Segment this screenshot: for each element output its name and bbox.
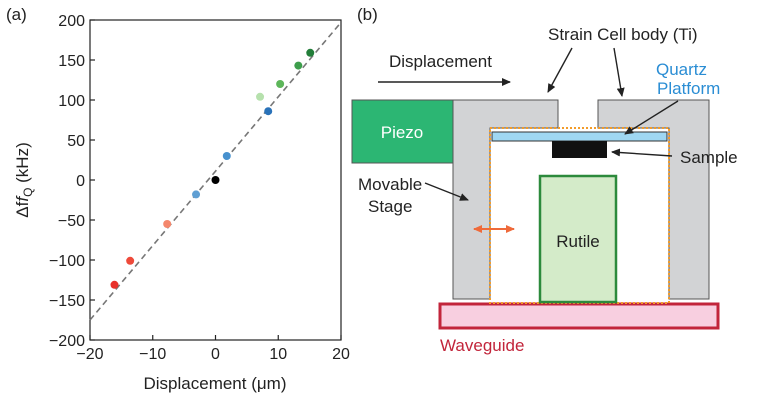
waveguide-label: Waveguide (440, 336, 524, 355)
piezo-label: Piezo (381, 123, 424, 142)
x-tick-label: −10 (139, 346, 166, 363)
y-tick-label: 0 (76, 173, 85, 190)
quartz-label-line2: Platform (657, 79, 720, 98)
y-tick-label: −200 (49, 333, 85, 350)
quartz-arrow (624, 100, 679, 135)
data-point (211, 176, 220, 184)
sample-block (552, 141, 607, 158)
quartz-label-line1: Quartz (656, 60, 707, 79)
data-point (222, 152, 231, 160)
x-axis: −20 −10 0 10 20 (76, 335, 350, 363)
rutile-label: Rutile (556, 232, 599, 251)
data-point (163, 220, 172, 228)
dotted-outline (489, 127, 670, 304)
y-tick-label: −50 (58, 213, 85, 230)
displacement-label: Displacement (389, 52, 492, 71)
y-tick-label: 200 (58, 13, 85, 30)
y-axis-label-sub: Q (21, 188, 35, 197)
y-tick-label: −150 (49, 293, 85, 310)
x-axis-label: Displacement (μm) (144, 374, 287, 393)
y-tick-label: 100 (58, 93, 85, 110)
piezo-block (351, 99, 454, 164)
data-point (306, 48, 315, 57)
data-point (264, 107, 273, 116)
data-point (126, 256, 135, 265)
x-tick-label: 20 (332, 346, 350, 363)
y-tick-label: −100 (49, 253, 85, 270)
sample-arrow (611, 148, 673, 157)
strain-cell-label: Strain Cell body (Ti) (548, 25, 698, 44)
x-tick-label: −20 (76, 346, 103, 363)
movable-label-line1: Movable (358, 175, 422, 194)
strain-cell-arrow-right (613, 47, 625, 97)
y-tick-label: 50 (67, 133, 85, 150)
y-axis: −200 −150 −100 −50 0 50 100 150 200 (49, 13, 95, 350)
y-axis-label-suffix: (kHz) (13, 142, 32, 187)
waveguide (438, 302, 720, 330)
y-tick-label: 150 (58, 53, 85, 70)
rutile-block (538, 174, 618, 304)
sample-label: Sample (680, 148, 738, 167)
panel-a-label: (a) (6, 5, 27, 24)
y-axis-label-prefix: Δf (13, 201, 32, 217)
data-point (294, 61, 303, 70)
panel-b: (b) Waveguide Piezo Rutile Displacement … (351, 5, 738, 355)
quartz-platform (491, 131, 668, 142)
x-tick-label: 10 (269, 346, 287, 363)
movable-arrow (424, 182, 469, 201)
data-point (276, 80, 285, 88)
panel-b-label: (b) (357, 5, 378, 24)
movable-label-line2: Stage (368, 197, 412, 216)
fit-line (89, 21, 342, 321)
strain-cell-arrow-left (547, 47, 573, 93)
data-point (110, 280, 119, 289)
data-point (256, 92, 265, 101)
y-axis-label-f: f (13, 195, 32, 202)
x-tick-label: 0 (211, 346, 220, 363)
data-point (192, 190, 201, 199)
data-points (110, 48, 315, 289)
y-axis-label: ΔffQ (kHz) (13, 142, 35, 218)
